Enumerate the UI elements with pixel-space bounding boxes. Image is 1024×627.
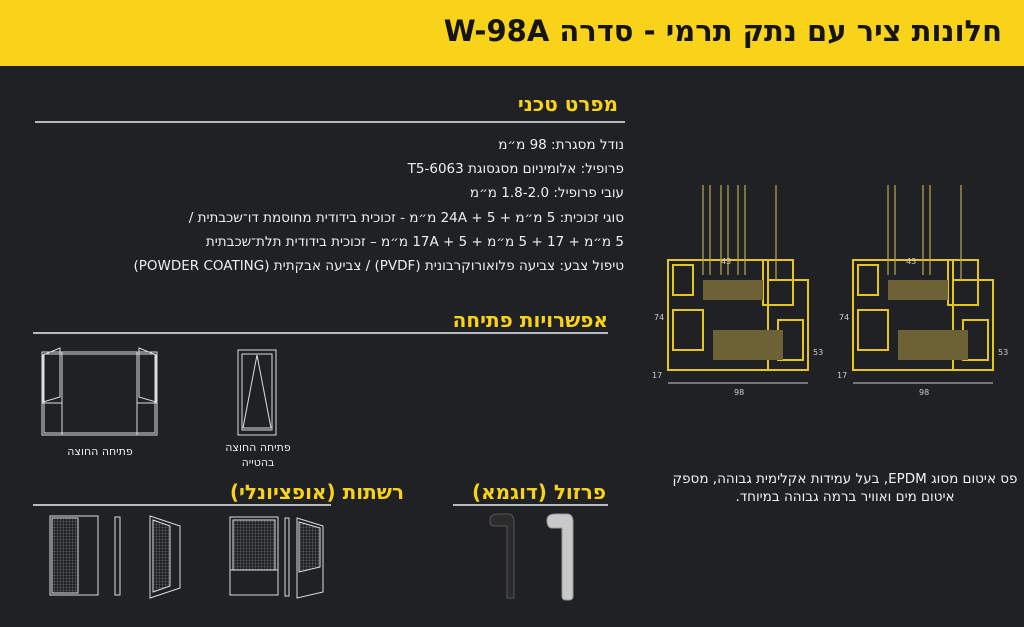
dim-label: 53 <box>998 348 1008 357</box>
dim-label: 53 <box>813 348 823 357</box>
hardware-title: פרזול (דוגמא) <box>471 480 606 504</box>
dim-label: 17 <box>837 371 847 380</box>
outward-opening-drawing <box>41 347 158 436</box>
epdm-note: פס איטום מסוג EPDM, בעל עמידות אקלימית ג… <box>672 471 1018 505</box>
tilt-turn-drawing <box>237 349 277 436</box>
profile-cross-sections: 43 74 53 17 98 43 74 53 17 98 <box>652 185 1008 397</box>
dim-label: 17 <box>652 371 662 380</box>
black-handle-icon <box>489 513 515 599</box>
handle-images <box>489 513 574 601</box>
opening-label: פתיחה החוצה <box>67 445 133 458</box>
page-title: חלונות ציר עם נתק תרמי - סדרה W-98A <box>443 14 1002 48</box>
divider <box>33 504 331 506</box>
dim-label: 43 <box>721 257 731 266</box>
opening-title: אפשרויות פתיחה <box>452 308 608 332</box>
divider <box>453 504 608 506</box>
spec-line: סוגי זכוכית: 5 מ״מ + 24A + 5 מ״מ - זכוכי… <box>188 209 624 226</box>
nets-title: רשתות (אופציונלי) <box>229 480 404 504</box>
spec-line: נודל מסגרת: 98 מ״מ <box>498 137 624 153</box>
double-glazing-profile: 43 74 53 17 98 <box>837 185 1008 397</box>
spec-line: 5 מ״מ + 17 + 5 מ״מ + 17A + 5 מ״מ – זכוכי… <box>205 233 624 250</box>
spec-title: מפרט טכני <box>517 92 618 116</box>
triple-glazing-profile: 43 74 53 17 98 <box>652 185 823 397</box>
spec-line: עובי פרופיל: 1.8-2.0 מ״מ <box>469 185 624 202</box>
nets-drawings <box>49 515 324 599</box>
dim-label: 98 <box>734 388 744 397</box>
opening-label: פתיחה החוצה בהטייה <box>225 441 291 469</box>
spec-line: טיפול צבע: צביעה פלואורוקרבונית (PVDF) /… <box>133 258 624 275</box>
spec-line: פרופיל: אלומיניום מסגסוגת 6063-T5 <box>407 161 624 178</box>
dim-label: 74 <box>839 313 849 322</box>
header-bar: חלונות ציר עם נתק תרמי - סדרה W-98A <box>0 0 1024 66</box>
silver-handle-icon <box>546 513 574 601</box>
spec-list: נודל מסגרת: 98 מ״מ פרופיל: אלומיניום מסג… <box>133 133 624 278</box>
divider <box>33 332 608 334</box>
dim-label: 74 <box>654 313 664 322</box>
dim-label: 98 <box>919 388 929 397</box>
dim-label: 43 <box>906 257 916 266</box>
divider <box>35 121 625 123</box>
